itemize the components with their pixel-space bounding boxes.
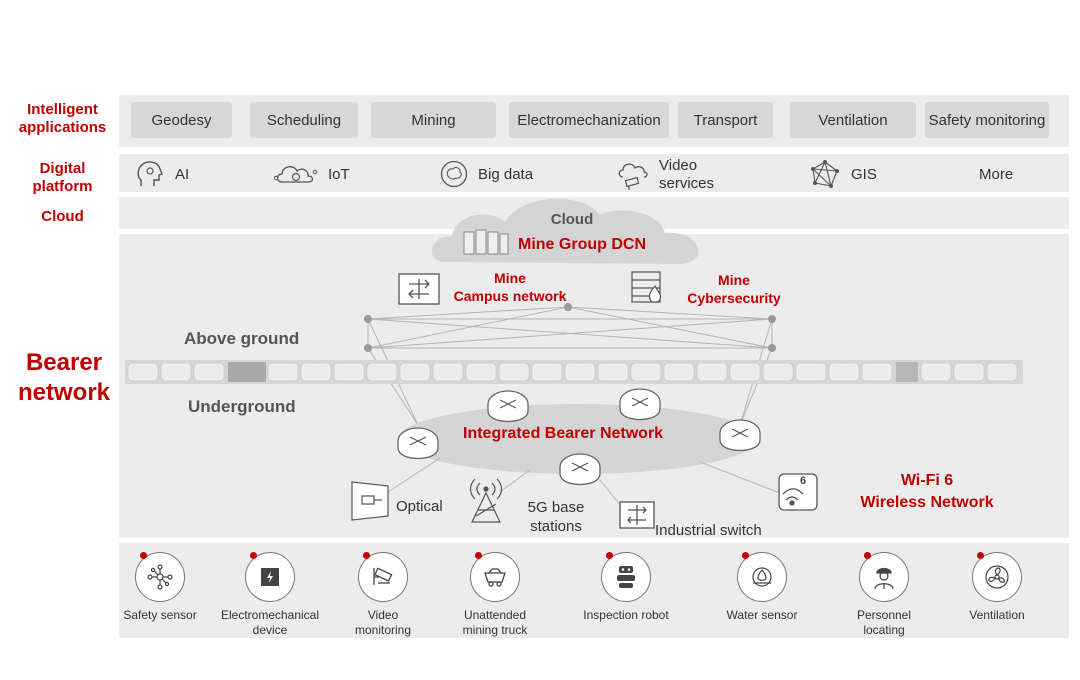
cloud-label: Cloud	[550, 211, 594, 228]
platform-gis-label: GIS	[851, 165, 877, 183]
platform-iot-label: IoT	[328, 165, 350, 183]
platform-video-services[interactable]: Video services	[617, 157, 714, 193]
platform-big-data[interactable]: Big data	[440, 160, 533, 188]
mine-cybersecurity-label: Mine Cybersecurity	[687, 272, 781, 306]
terminal-water-sensor-label: Water sensor	[726, 608, 798, 622]
platform-gis[interactable]: GIS	[809, 159, 877, 189]
mine-group-dcn-label: Mine Group DCN	[518, 236, 646, 253]
industrial-switch-label: Industrial switch	[655, 522, 762, 539]
worker-icon	[874, 567, 894, 590]
router-icon	[397, 427, 439, 460]
platform-band	[119, 154, 1069, 192]
app-transport[interactable]: Transport	[678, 102, 773, 138]
bearer-band	[119, 234, 1069, 538]
terminal-inspection-robot-label: Inspection robot	[583, 608, 669, 622]
switch-icon	[619, 501, 655, 529]
cloud-gear-icon	[274, 166, 318, 183]
app-geodesy[interactable]: Geodesy	[131, 102, 232, 138]
terminal-mining-truck[interactable]: Unattended mining truck	[435, 548, 555, 638]
mine-campus-network-label: Mine Campus network	[453, 270, 567, 304]
terminal-video-monitoring[interactable]: Video monitoring	[323, 548, 443, 638]
app-safety-monitoring[interactable]: Safety monitoring	[925, 102, 1049, 138]
terminal-video-monitoring-label: Video monitoring	[354, 608, 412, 637]
app-ventilation[interactable]: Ventilation	[790, 102, 916, 138]
platform-iot[interactable]: IoT	[274, 160, 350, 188]
integrated-bearer-network-label: Integrated Bearer Network	[463, 425, 664, 442]
antenna-icon	[469, 478, 503, 523]
terminal-ventilation-label: Ventilation	[969, 608, 1025, 622]
router-icon	[559, 453, 601, 486]
terminal-safety-sensor-label: Safety sensor	[123, 608, 197, 622]
terminal-mining-truck-label: Unattended mining truck	[462, 608, 528, 637]
platform-ai[interactable]: AI	[135, 158, 189, 190]
label-cloud: Cloud	[41, 208, 84, 225]
terminal-water-sensor[interactable]: Water sensor	[702, 548, 822, 623]
5g-base-stations-label: 5G base stations	[527, 499, 585, 535]
platform-big-data-label: Big data	[478, 165, 534, 183]
terminal-personnel-locating[interactable]: Personnel locating	[824, 548, 944, 638]
switch-icon	[398, 273, 440, 305]
fan-icon	[985, 565, 1009, 589]
optical-icon	[351, 481, 389, 521]
head-icon	[137, 161, 163, 186]
mining-truck-icon	[484, 568, 506, 587]
firewall-icon	[631, 271, 662, 303]
terminal-ventilation[interactable]: Ventilation	[937, 548, 1057, 623]
server-rack-icon	[463, 229, 509, 255]
robot-icon	[617, 566, 635, 588]
wifi6-badge: 6	[800, 475, 807, 487]
platform-video-services-label: Video services	[659, 157, 715, 192]
water-sensor-icon	[752, 567, 772, 587]
wifi6-wireless-network-label: Wi-Fi 6 Wireless Network	[860, 472, 994, 511]
cloud-camera-icon	[618, 163, 648, 190]
electric-cabinet-icon	[261, 568, 279, 586]
terminal-electromechanical-device-label: Electromechanical device	[220, 608, 320, 637]
router-icon	[719, 419, 761, 452]
platform-more[interactable]: More	[979, 166, 1013, 183]
label-digital-platform: Digital platform	[32, 160, 93, 195]
optical-label: Optical	[396, 498, 443, 515]
camera-icon	[373, 567, 393, 585]
network-icon	[811, 160, 839, 188]
router-icon	[487, 390, 529, 423]
terminal-electromechanical-device[interactable]: Electromechanical device	[210, 548, 330, 638]
terminal-inspection-robot[interactable]: Inspection robot	[566, 548, 686, 623]
app-scheduling[interactable]: Scheduling	[250, 102, 358, 138]
sensor-icon	[147, 564, 173, 590]
brain-icon	[440, 160, 468, 188]
terminal-safety-sensor[interactable]: Safety sensor	[100, 548, 220, 623]
terminal-personnel-locating-label: Personnel locating	[856, 608, 912, 637]
app-mining[interactable]: Mining	[371, 102, 496, 138]
wifi6-icon	[778, 473, 818, 511]
above-ground-label: Above ground	[184, 329, 300, 348]
app-electromechanization[interactable]: Electromechanization	[509, 102, 669, 138]
label-intelligent-applications: Intelligent applications	[18, 101, 107, 136]
bearer-ring-shape	[398, 404, 758, 474]
label-bearer-network: Bearer network	[17, 349, 110, 406]
underground-label: Underground	[188, 397, 296, 416]
platform-more-label: More	[979, 166, 1014, 183]
platform-ai-label: AI	[175, 165, 190, 183]
router-icon	[619, 388, 661, 421]
